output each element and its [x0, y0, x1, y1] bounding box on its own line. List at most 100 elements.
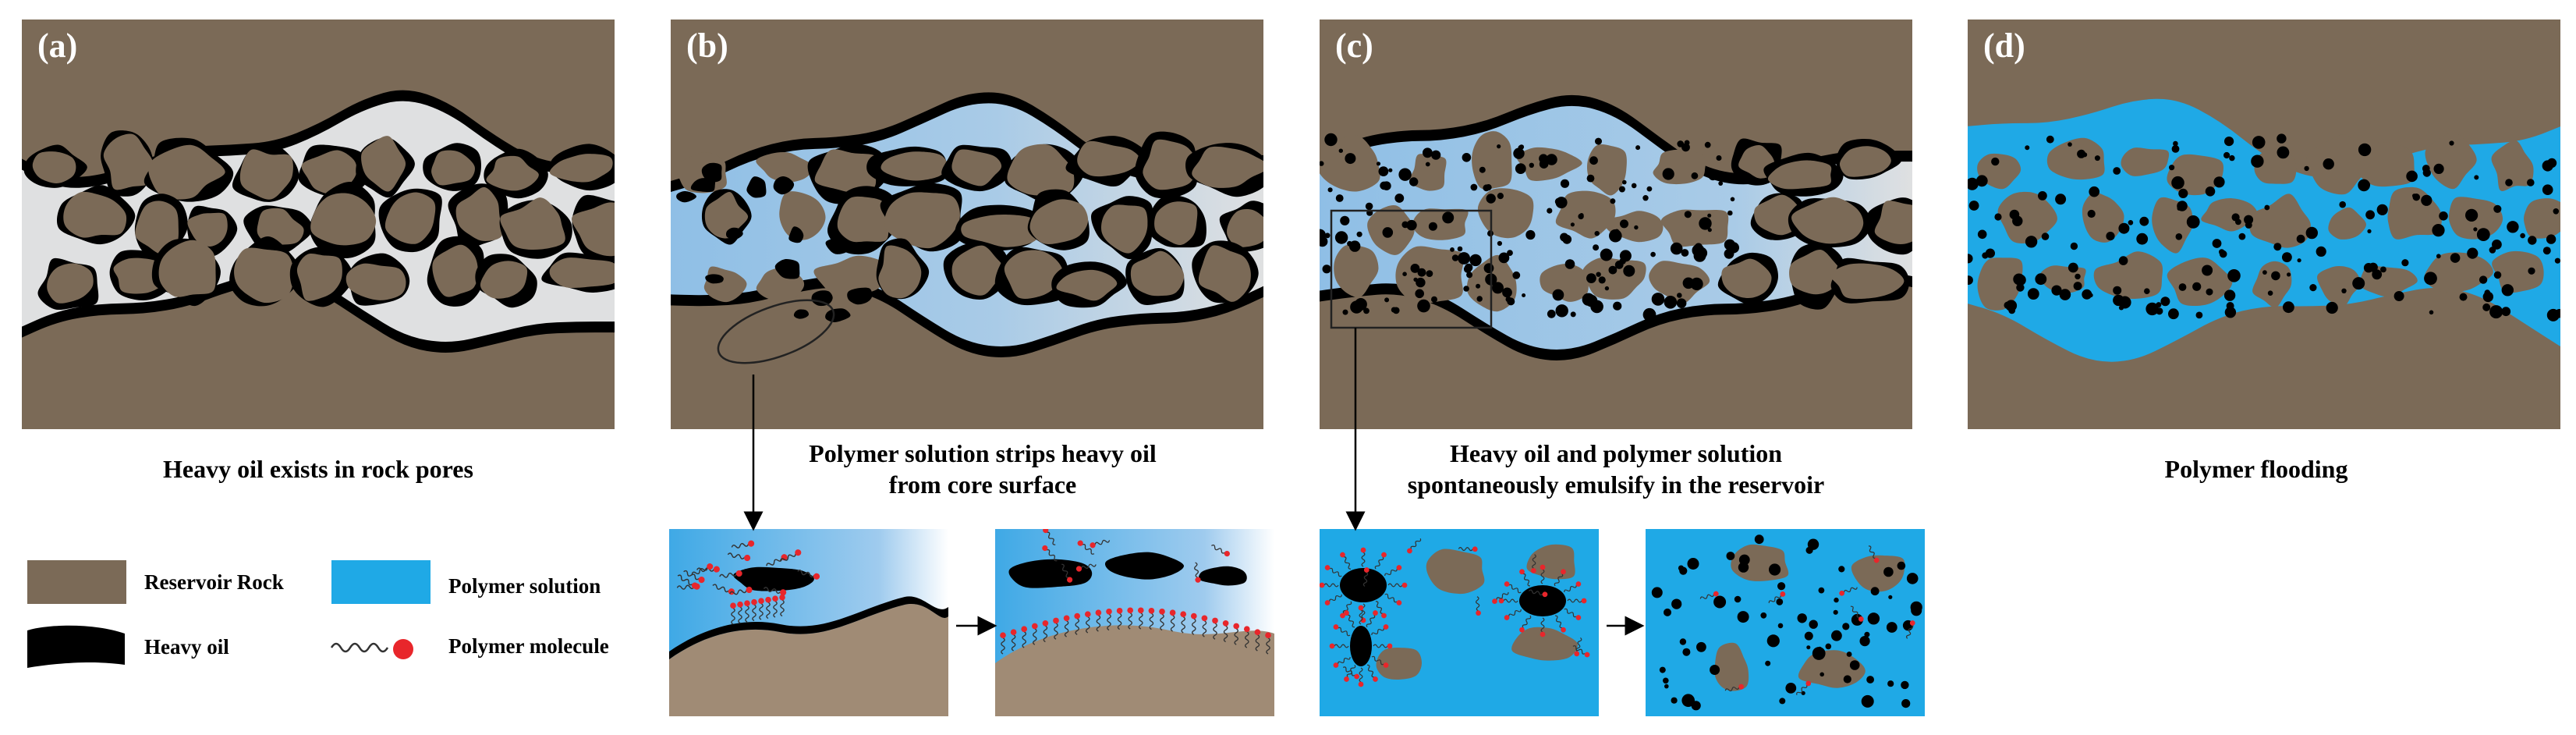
- rock-grain: [1056, 269, 1118, 301]
- polymer-molecule: [1201, 615, 1208, 637]
- polymer-molecule: [1519, 569, 1531, 587]
- rock-grain: [257, 208, 304, 245]
- polymer-molecule: [1366, 664, 1378, 682]
- polymer-molecule: [1212, 617, 1218, 640]
- polymer-molecule: [1458, 546, 1478, 552]
- polymer-molecule: [1387, 582, 1408, 588]
- oil-droplet: [2501, 307, 2511, 317]
- rock-grain: [1227, 208, 1263, 247]
- oil-droplet: [1846, 652, 1852, 657]
- oil-droplet: [1897, 561, 1906, 570]
- oil-droplet: [1695, 247, 1708, 259]
- panel-c: (c): [1320, 20, 1912, 429]
- polymer-molecule: [1000, 632, 1006, 655]
- oil-drop: [733, 566, 814, 591]
- oil-droplet: [2087, 209, 2096, 218]
- zoom-inset-b2: [995, 529, 1274, 716]
- oil-droplet: [2553, 208, 2560, 215]
- oil-droplet: [2277, 146, 2290, 159]
- oil-droplet: [2264, 204, 2270, 211]
- rock-grain: [1714, 642, 1749, 691]
- oil-droplet: [2326, 301, 2338, 314]
- oil-droplet: [2089, 186, 2099, 197]
- rock-grain: [704, 191, 749, 239]
- rock-grain: [1649, 261, 1710, 304]
- polymer-molecule: [1075, 563, 1097, 572]
- oil-film: [669, 596, 948, 659]
- oil-droplet: [1765, 660, 1771, 666]
- oil-droplet: [2136, 233, 2149, 245]
- oil-droplet: [2450, 253, 2461, 263]
- rock-grain: [486, 155, 539, 191]
- polymer-molecule: [1362, 567, 1369, 587]
- rock-grain: [2249, 194, 2311, 248]
- oil-droplet: [2041, 233, 2050, 240]
- polymer-molecule: [1190, 612, 1197, 635]
- stripped-oil-drop: [825, 238, 852, 254]
- oil-droplet: [2118, 256, 2128, 265]
- rock-grain: [1977, 153, 2021, 190]
- oil-droplet: [2489, 305, 2503, 319]
- oil-droplet: [1620, 219, 1628, 229]
- oil-droplet: [1691, 172, 1699, 179]
- oil-droplet: [2223, 289, 2236, 301]
- oil-droplet: [1738, 562, 1749, 573]
- rock-grain: [1977, 257, 2023, 311]
- oil-droplet: [1354, 298, 1367, 311]
- polymer-molecule: [1358, 605, 1364, 625]
- oil-droplet: [1968, 254, 1973, 264]
- polymer-molecule: [1796, 680, 1812, 695]
- rock-grain: [1851, 555, 1905, 592]
- oil-droplet: [1664, 299, 1671, 305]
- oil-droplet: [2070, 242, 2078, 250]
- oil-droplet: [1859, 636, 1870, 647]
- rock-grain: [1198, 245, 1251, 302]
- oil-droplet: [1564, 259, 1575, 269]
- oil-droplet: [1525, 229, 1536, 240]
- oil-droplet: [2528, 267, 2535, 275]
- panel-label: (a): [37, 27, 77, 65]
- oil-droplet: [2363, 263, 2374, 273]
- oil-droplet: [2059, 289, 2071, 300]
- oil-droplet: [2206, 288, 2213, 296]
- oil-droplet: [1376, 162, 1381, 166]
- polymer-molecule: [1127, 607, 1134, 630]
- polymer-molecule: [751, 598, 757, 622]
- oil-droplet: [1384, 297, 1390, 303]
- oil-droplet: [2271, 271, 2280, 281]
- polymer-molecule: [1159, 608, 1165, 631]
- oil-droplet: [2459, 293, 2468, 301]
- oil-droplet: [1663, 677, 1669, 684]
- oil-droplet: [2068, 262, 2078, 273]
- rock-grain: [1791, 197, 1864, 244]
- zoom-inset-c2: [1646, 529, 1925, 716]
- oil-droplet: [1849, 660, 1860, 670]
- polymer-molecule: [1540, 617, 1546, 637]
- rock-grain: [1192, 146, 1263, 188]
- oil-droplet: [1486, 194, 1496, 204]
- rock-grain: [158, 240, 216, 297]
- oil-droplet: [2160, 296, 2170, 307]
- oil-droplet: [1806, 645, 1811, 650]
- oil-droplet: [2219, 250, 2227, 258]
- oil-droplet: [1870, 587, 1880, 596]
- oil-droplet: [2267, 290, 2273, 296]
- oil-droplet: [1609, 229, 1622, 243]
- polymer-molecule: [1053, 617, 1059, 640]
- rock-grain: [2121, 147, 2170, 176]
- rock-grain: [1789, 249, 1842, 295]
- rock-grain: [1334, 244, 1379, 297]
- oil-drop: [1199, 566, 1247, 586]
- polymer-molecule: [1905, 620, 1915, 639]
- oil-droplet: [1684, 211, 1692, 218]
- oil-droplet: [2433, 163, 2444, 174]
- oil-droplet: [1476, 283, 1481, 289]
- legend-swatch-polymer-molecule: [330, 639, 413, 659]
- oil-droplet: [1776, 598, 1784, 605]
- oil-droplet: [1413, 277, 1418, 282]
- oil-droplet: [1766, 634, 1780, 648]
- oil-droplet: [2245, 221, 2252, 229]
- rock-grain: [1154, 201, 1198, 246]
- polymer-molecule: [1090, 539, 1111, 549]
- polymer-molecule: [1340, 601, 1352, 619]
